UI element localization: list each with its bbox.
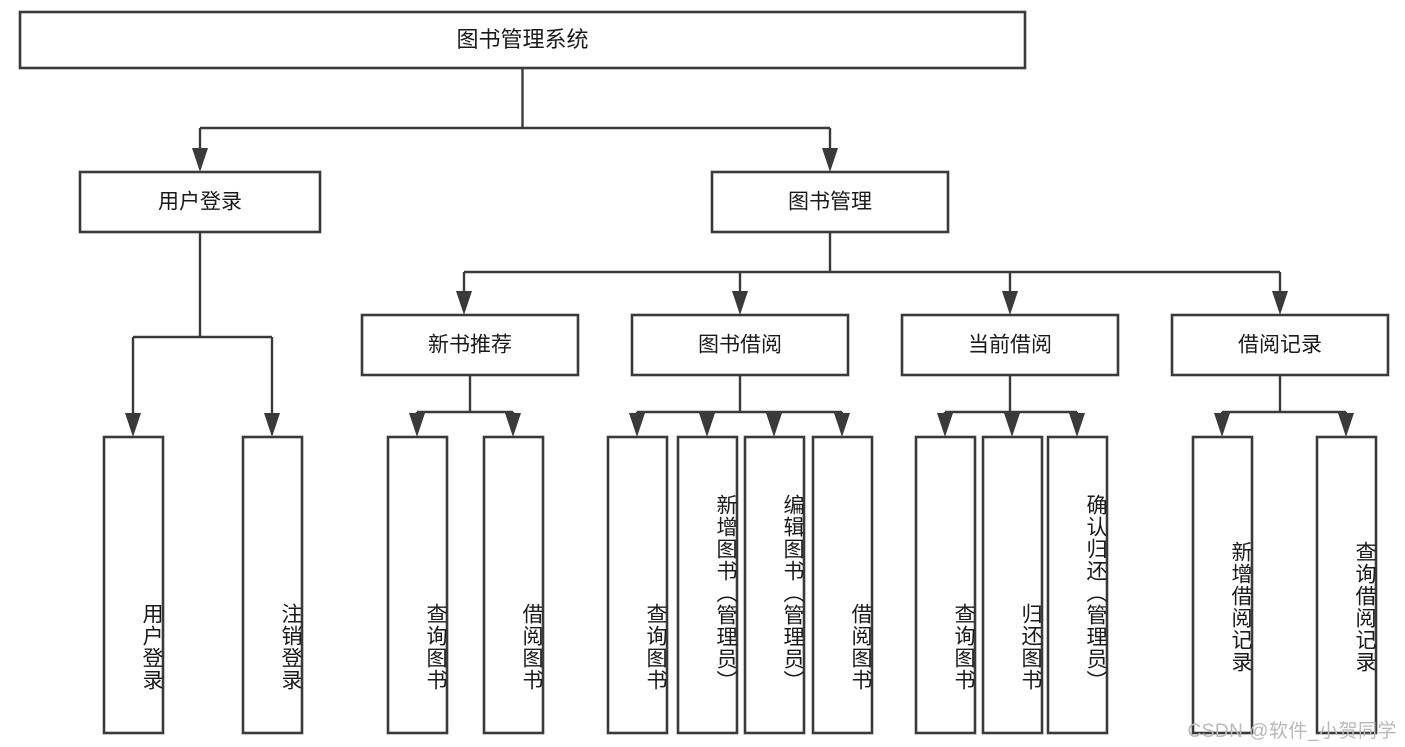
node-borrow-record[interactable]: 借阅记录 — [1170, 313, 1390, 377]
arrow-head-bb-leaf2 — [699, 413, 715, 437]
node-borrow-record-label: 借阅记录 — [1238, 334, 1322, 357]
node-user-login-label: 用户登录 — [158, 191, 242, 214]
leaf-box-query-book-nbr[interactable] — [386, 435, 449, 735]
node-book-manage[interactable]: 图书管理 — [710, 170, 950, 234]
node-current-borrow[interactable]: 当前借阅 — [900, 313, 1120, 377]
arrow-head-br-leaf1 — [1214, 413, 1230, 437]
arrow-head-bb-leaf3 — [766, 413, 782, 437]
leaf-box-query-book-cb[interactable] — [914, 435, 977, 735]
connector-group-current-borrow-children — [937, 375, 1085, 437]
arrow-head-leaf-logout — [264, 413, 280, 437]
arrow-head-bb-leaf1 — [629, 413, 645, 437]
arrow-head-new-book-rec — [456, 291, 472, 315]
connector-group-new-book-rec-children — [409, 375, 521, 437]
connector-group-book-manage-children — [456, 232, 1288, 315]
arrow-head-cb-leaf3 — [1069, 413, 1085, 437]
leaf-box-user-login[interactable] — [102, 435, 165, 735]
arrow-head-nbr-leaf1 — [409, 413, 425, 437]
arrow-head-book-borrow — [732, 291, 748, 315]
leaf-box-query-book-bb[interactable] — [606, 435, 669, 735]
connector-group-root-to-level1 — [192, 68, 838, 172]
leaf-box-logout[interactable] — [241, 435, 304, 735]
node-user-login-box — [78, 170, 322, 234]
node-book-borrow-label: 图书借阅 — [698, 334, 782, 357]
arrow-head-cb-leaf1 — [937, 413, 953, 437]
arrow-head-bb-leaf4 — [834, 413, 850, 437]
node-root-system-box — [18, 10, 1027, 70]
leaf-box-borrow-book-bb[interactable] — [811, 435, 874, 735]
node-book-borrow-box — [630, 313, 850, 377]
leaf-box-add-borrow-record[interactable] — [1191, 435, 1254, 735]
node-borrow-record-box — [1170, 313, 1390, 377]
leaf-box-add-book-admin[interactable] — [676, 435, 739, 735]
leaf-box-confirm-return[interactable] — [1046, 435, 1109, 735]
arrow-head-book-manage — [822, 148, 838, 172]
arrow-head-user-login — [192, 148, 208, 172]
node-book-manage-box — [710, 170, 950, 234]
connector-group-user-login-children — [125, 232, 280, 437]
node-new-book-recommend[interactable]: 新书推荐 — [360, 313, 580, 377]
arrow-head-leaf-user-login — [125, 413, 141, 437]
node-book-borrow[interactable]: 图书借阅 — [630, 313, 850, 377]
connector-group-book-borrow-children — [629, 375, 850, 437]
arrow-head-borrow-record — [1272, 291, 1288, 315]
node-root-system-label: 图书管理系统 — [456, 27, 588, 52]
node-book-manage-label: 图书管理 — [788, 191, 872, 214]
connector-group-borrow-record-children — [1214, 375, 1354, 437]
leaf-box-edit-book-admin[interactable] — [743, 435, 806, 735]
leaf-box-return-book[interactable] — [981, 435, 1044, 735]
arrow-head-nbr-leaf2 — [505, 413, 521, 437]
arrow-head-cb-leaf2 — [1004, 413, 1020, 437]
node-new-book-recommend-box — [360, 313, 580, 377]
csdn-watermark: CSDN @软件_小贺同学 — [1187, 721, 1397, 742]
node-user-login[interactable]: 用户登录 — [78, 170, 322, 234]
node-current-borrow-label: 当前借阅 — [968, 334, 1052, 357]
arrow-head-current-borrow — [1002, 291, 1018, 315]
leaf-box-borrow-book-nbr[interactable] — [482, 435, 545, 735]
node-root-system[interactable]: 图书管理系统 — [18, 10, 1027, 70]
node-new-book-recommend-label: 新书推荐 — [428, 334, 512, 357]
node-current-borrow-box — [900, 313, 1120, 377]
leaf-box-query-borrow-record[interactable] — [1315, 435, 1378, 735]
arrow-head-br-leaf2 — [1338, 413, 1354, 437]
